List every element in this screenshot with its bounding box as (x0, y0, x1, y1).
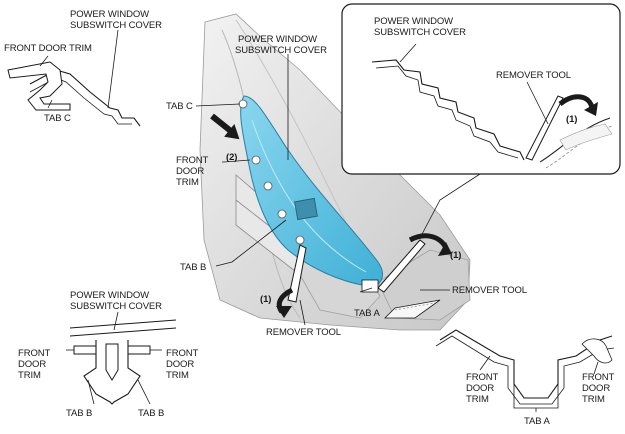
switch-button (294, 197, 318, 221)
label-tab-b-bl-right: TAB B (138, 408, 164, 419)
detail-tab-c (7, 29, 141, 127)
label-fdt-bl-left-3: TRIM (18, 370, 41, 381)
label-fdt-br-left-2: DOOR (466, 383, 494, 394)
label-pw-cover-center-2: SUBSWITCH COVER (235, 45, 327, 56)
detail-tab-a (435, 329, 615, 412)
label-pw-cover-bl-2: SUBSWITCH COVER (70, 301, 162, 312)
label-fdt-bl-right-2: DOOR (166, 359, 194, 370)
arrow-step-1-left (276, 306, 292, 318)
label-fdt-br-left-1: FRONT (466, 372, 499, 383)
label-fdt-br-left-3: TRIM (466, 394, 489, 405)
label-pw-cover-topleft-2: SUBSWITCH COVER (70, 20, 162, 31)
label-tab-c-topleft: TAB C (44, 113, 71, 124)
label-fdt-br-right-2: DOOR (582, 383, 610, 394)
label-step-1-left: (1) (260, 294, 271, 305)
label-inset-pw-cover-1: POWER WINDOW (374, 16, 453, 27)
label-step-2: (2) (226, 152, 237, 163)
label-tab-b-center: TAB B (180, 262, 206, 273)
inset-remover-tool (525, 95, 564, 161)
label-pw-cover-bl-1: POWER WINDOW (70, 290, 149, 301)
label-fdt-br-right-1: FRONT (582, 372, 615, 383)
inset-detail (341, 3, 621, 239)
label-inset-pw-cover-2: SUBSWITCH COVER (374, 27, 466, 38)
label-tab-b-bl-left: TAB B (66, 408, 92, 419)
label-fdt-center-1: FRONT (176, 155, 209, 166)
label-pw-cover-center-1: POWER WINDOW (238, 34, 317, 45)
inset-arrow-step-1 (584, 102, 598, 116)
label-fdt-center-2: DOOR (176, 166, 204, 177)
label-inset-step-1: (1) (566, 114, 577, 125)
label-step-1-right: (1) (450, 250, 461, 261)
arrow-step-2 (224, 123, 240, 140)
inset-frame (341, 3, 621, 175)
label-tab-c-center: TAB C (166, 101, 193, 112)
label-remover-tool-bottom: REMOVER TOOL (266, 327, 341, 338)
label-pw-cover-topleft-1: POWER WINDOW (70, 9, 149, 20)
label-inset-remover-tool: REMOVER TOOL (496, 70, 571, 81)
label-fdt-bl-right-3: TRIM (166, 370, 189, 381)
arrow-step-1-right (438, 242, 452, 256)
label-tab-a-br: TAB A (524, 416, 550, 427)
label-fdt-bl-right-1: FRONT (166, 348, 199, 359)
leader-lines-center (195, 54, 450, 326)
labels: POWER WINDOW SUBSWITCH COVER FRONT DOOR … (4, 9, 615, 427)
label-tab-a-center: TAB A (354, 308, 380, 319)
remover-tool-center (287, 239, 441, 319)
label-front-door-trim-topleft: FRONT DOOR TRIM (4, 43, 92, 54)
label-fdt-bl-left-1: FRONT (18, 348, 51, 359)
label-fdt-bl-left-2: DOOR (18, 359, 46, 370)
label-fdt-center-3: TRIM (176, 177, 199, 188)
label-remover-tool-right: REMOVER TOOL (452, 285, 527, 296)
motion-arrows (210, 113, 452, 318)
label-fdt-br-right-3: TRIM (582, 394, 605, 405)
detail-tab-b (66, 311, 177, 405)
